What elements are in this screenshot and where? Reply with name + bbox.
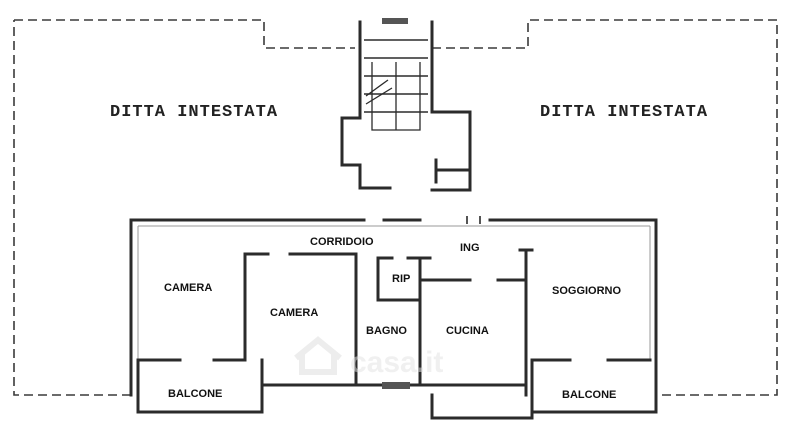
room-label-cucina: CUCINA <box>446 325 489 337</box>
svg-text:casa.it: casa.it <box>350 346 443 379</box>
room-label-balcone-right: BALCONE <box>562 389 616 401</box>
room-label-balcone-left: BALCONE <box>168 388 222 400</box>
room-label-rip: RIP <box>392 273 410 285</box>
room-label-camera-center: CAMERA <box>270 307 318 319</box>
apartment-walls <box>129 216 658 420</box>
owner-label-right: DITTA INTESTATA <box>540 103 708 122</box>
room-label-camera-left: CAMERA <box>164 282 212 294</box>
room-label-bagno: BAGNO <box>366 325 407 337</box>
room-label-soggiorno: SOGGIORNO <box>552 285 622 297</box>
room-label-ing: ING <box>460 242 480 254</box>
stairwell <box>340 18 472 192</box>
watermark: casa.it <box>294 336 443 379</box>
room-label-corridoio: CORRIDOIO <box>310 236 374 248</box>
owner-label-left: DITTA INTESTATA <box>110 103 278 122</box>
property-boundary <box>13 19 778 396</box>
